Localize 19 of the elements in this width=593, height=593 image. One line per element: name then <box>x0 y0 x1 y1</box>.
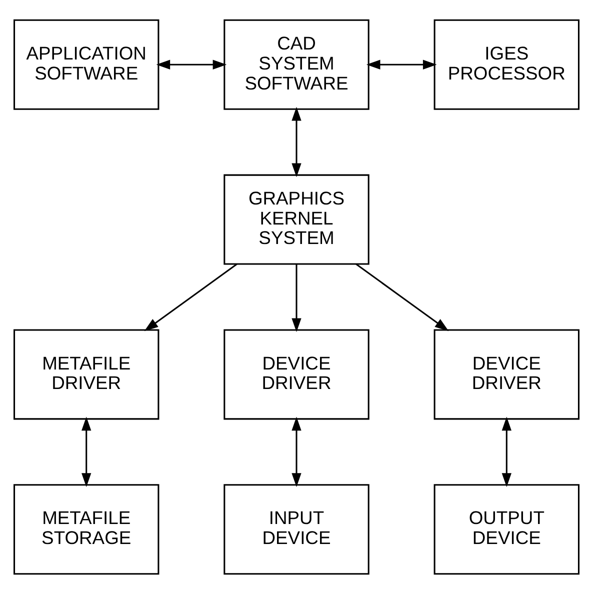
node-box: IGES PROCESSOR <box>434 18 580 110</box>
node-box: CAD SYSTEM SOFTWARE <box>224 18 370 110</box>
node-box: INPUT DEVICE <box>224 484 370 574</box>
node-box: APPLICATION SOFTWARE <box>14 18 160 110</box>
node-box: METAFILE DRIVER <box>14 328 160 420</box>
arrow <box>144 263 238 331</box>
arrow <box>292 106 302 177</box>
arrow <box>356 263 449 331</box>
arrow <box>156 59 227 69</box>
arrow <box>292 264 302 332</box>
arrow <box>502 416 512 486</box>
node-box: METAFILE STORAGE <box>14 484 160 574</box>
arrow <box>82 416 92 486</box>
arrow <box>292 416 302 486</box>
node-box: OUTPUT DEVICE <box>434 484 580 574</box>
arrow <box>366 59 437 69</box>
node-box: GRAPHICS KERNEL SYSTEM <box>224 174 370 264</box>
node-box: DEVICE DRIVER <box>224 328 370 420</box>
node-box: DEVICE DRIVER <box>434 328 580 420</box>
